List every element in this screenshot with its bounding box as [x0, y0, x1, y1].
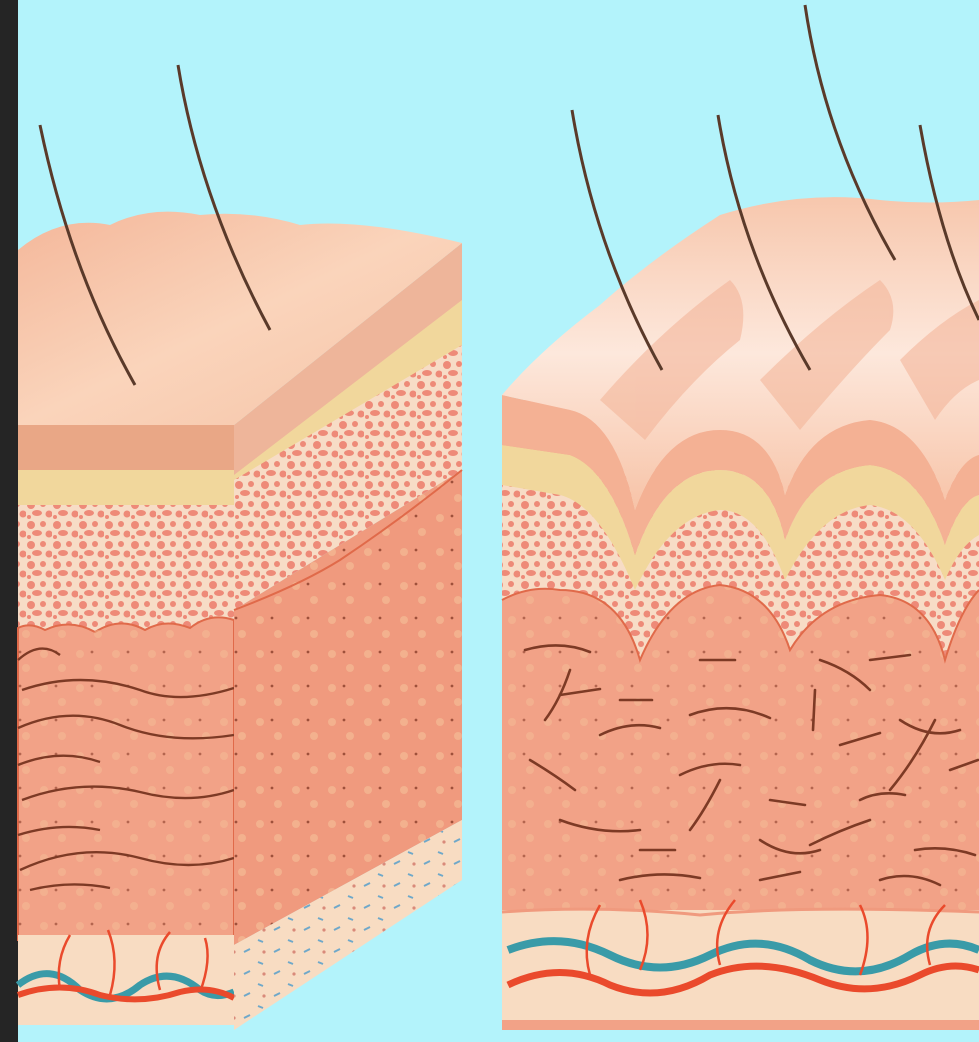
- subcutis-front: [18, 935, 234, 1025]
- papillary-layer-front: [18, 505, 234, 632]
- epidermis-front: [18, 425, 234, 475]
- smooth-skin-block: [18, 65, 462, 1030]
- yellow-band-front: [18, 470, 234, 510]
- wrinkled-skin-block: [502, 5, 979, 1030]
